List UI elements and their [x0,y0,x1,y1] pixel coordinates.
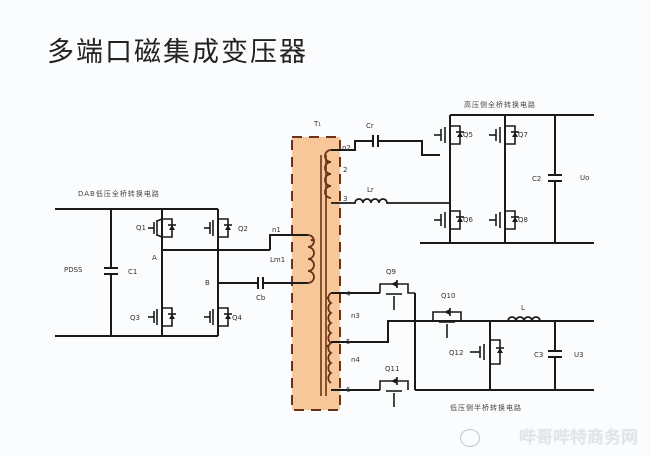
left-circuit-caption: DAB低压全桥转换电路 [78,189,160,198]
inductor-l-label: L [521,304,525,312]
secondary-winding-bottom [327,292,333,384]
node-a-label: A [152,254,157,262]
transformer-core-region [292,137,340,410]
mosfet-q6 [434,210,464,230]
mosfet-q2 [204,218,232,238]
mosfet-q4 [204,307,232,327]
terminal-n3-label: n3 [351,312,360,320]
q3-label: Q3 [130,314,140,322]
q11-label: Q11 [385,365,399,373]
wire-cr-to-bridge [378,140,440,156]
q12-label: Q12 [449,349,463,357]
primary-winding [307,234,315,284]
capacitor-c1-label: C1 [128,268,137,276]
polarity-dot [326,160,330,164]
mosfet-q7 [489,125,519,145]
wire-to-primary [269,234,308,250]
q1-label: Q1 [136,224,146,232]
terminal-6-label: 6 [346,386,351,394]
output-uo-label: Uo [580,174,589,182]
terminal-2-label: 2 [343,166,347,174]
q7-label: Q7 [518,131,528,139]
mosfet-q3 [148,307,176,327]
transformer-border [291,136,341,411]
mosfet-q5 [434,125,464,145]
capacitor-c3-label: C3 [534,351,543,359]
secondary-winding-top [324,149,332,199]
polarity-dot [310,238,314,242]
polarity-dot [326,296,330,300]
weibo-logo-icon [460,429,480,447]
right-top-caption: 高压侧全桥转换电路 [464,100,536,109]
capacitor-cr-label: Cr [366,122,374,130]
terminal-3-label: 3 [343,195,347,203]
q9-label: Q9 [386,268,396,276]
right-bottom-caption: 低压侧半桥转换电路 [450,403,522,412]
wire-to-cr [331,140,373,151]
q4-label: Q4 [232,314,243,322]
bidirectional-switch-q10 [432,308,462,338]
mosfet-q1 [148,218,176,238]
inductor-lm1-label: Lm1 [270,256,285,264]
q6-label: Q6 [463,216,474,224]
inductor-lr-label: Lr [367,186,374,194]
mosfet-q8 [489,210,519,230]
terminal-5-label: 5 [346,338,350,346]
transformer-label: T₁ [313,120,321,128]
terminal-4-label: 4 [346,290,351,298]
bidirectional-switch-q9 [379,280,415,310]
page-title: 多端口磁集成变压器 [47,37,308,68]
mosfet-q12 [470,339,504,365]
q2-label: Q2 [238,225,248,233]
terminal-n1-label: n1 [272,226,281,234]
capacitor-cb-label: Cb [256,294,266,302]
q8-label: Q8 [518,216,528,224]
q5-label: Q5 [463,131,473,139]
output-u3-label: U3 [574,351,584,359]
capacitor-c2-label: C2 [532,175,541,183]
source-label: PDSS [64,266,83,274]
inductor-l [507,316,541,322]
inductor-lr [331,198,450,204]
bidirectional-switch-q11 [379,377,409,407]
q10-label: Q10 [441,292,455,300]
watermark: 哔哥哔特商务网 [519,428,638,448]
node-b-label: B [205,279,210,287]
terminal-n4-label: n4 [351,356,360,364]
polarity-dot [326,344,330,348]
terminal-n2-label: n2 [342,144,351,152]
